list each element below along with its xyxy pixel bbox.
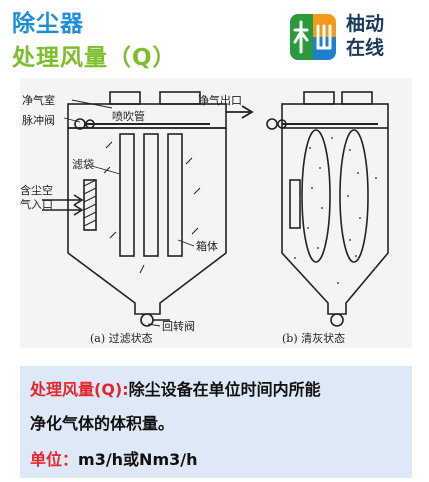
unit-line: 单位：m3/h或Nm3/h: [30, 446, 198, 470]
label-filter-bag: 滤袋: [72, 158, 94, 171]
caption-cleaning: (b) 清灰状态: [282, 332, 346, 345]
label-box: 箱体: [196, 240, 218, 253]
right-filter-bag-1: [301, 129, 331, 263]
right-rotary-valve: [330, 313, 344, 327]
brand-name: 柚动 在线: [346, 12, 384, 60]
definition-panel: 处理风量(Q):除尘设备在单位时间内所能 净化气体的体积量。 单位：m3/h或N…: [20, 366, 412, 478]
right-pulse-valve: [266, 118, 278, 130]
label-clean-chamber: 净气室: [22, 94, 55, 107]
definition-text-2: 净化气体的体积量。: [30, 414, 175, 433]
brand-line-1: 柚动: [346, 13, 385, 35]
definition-text-1: 除尘设备在单位时间内所能: [128, 380, 321, 399]
term-label: 处理风量(Q):: [30, 380, 129, 399]
page-title: 除尘器: [12, 11, 84, 37]
right-clean-chamber: [281, 103, 389, 129]
left-filter-bag-2: [143, 133, 159, 257]
unit-value: m3/h或Nm3/h: [78, 450, 198, 469]
label-blow-pipe: 喷吹管: [112, 110, 145, 123]
brand-line-2: 在线: [346, 37, 385, 59]
label-dusty-inlet-1: 含尘空: [20, 184, 53, 197]
dust-collector-diagram: 净气室 脉冲阀 喷吹管 净气出口 滤袋 含尘空 气入口 箱体 回转阀 (a) 过…: [20, 78, 412, 348]
unit-label: 单位：: [30, 450, 79, 469]
definition-line-1: 处理风量(Q):除尘设备在单位时间内所能: [30, 376, 321, 400]
right-filter-bag-2: [339, 129, 369, 263]
brand-logo-icon: [290, 14, 336, 60]
label-dusty-inlet-2: 气入口: [20, 198, 53, 211]
left-pulse-valve: [74, 118, 86, 130]
left-top-cap-2: [159, 91, 201, 105]
left-filter-bag-3: [167, 133, 183, 257]
label-pulse-valve: 脉冲阀: [22, 114, 55, 127]
label-clean-outlet: 净气出口: [198, 94, 242, 107]
right-box-body: [281, 128, 389, 315]
caption-filtering: (a) 过滤状态: [90, 332, 153, 345]
page-subtitle: 处理风量（Q）: [12, 45, 177, 71]
left-top-cap-1: [109, 91, 141, 105]
label-rotary-valve: 回转阀: [162, 320, 195, 333]
dust-collector-drawing: [42, 91, 389, 327]
left-filter-bag-1: [119, 133, 135, 257]
